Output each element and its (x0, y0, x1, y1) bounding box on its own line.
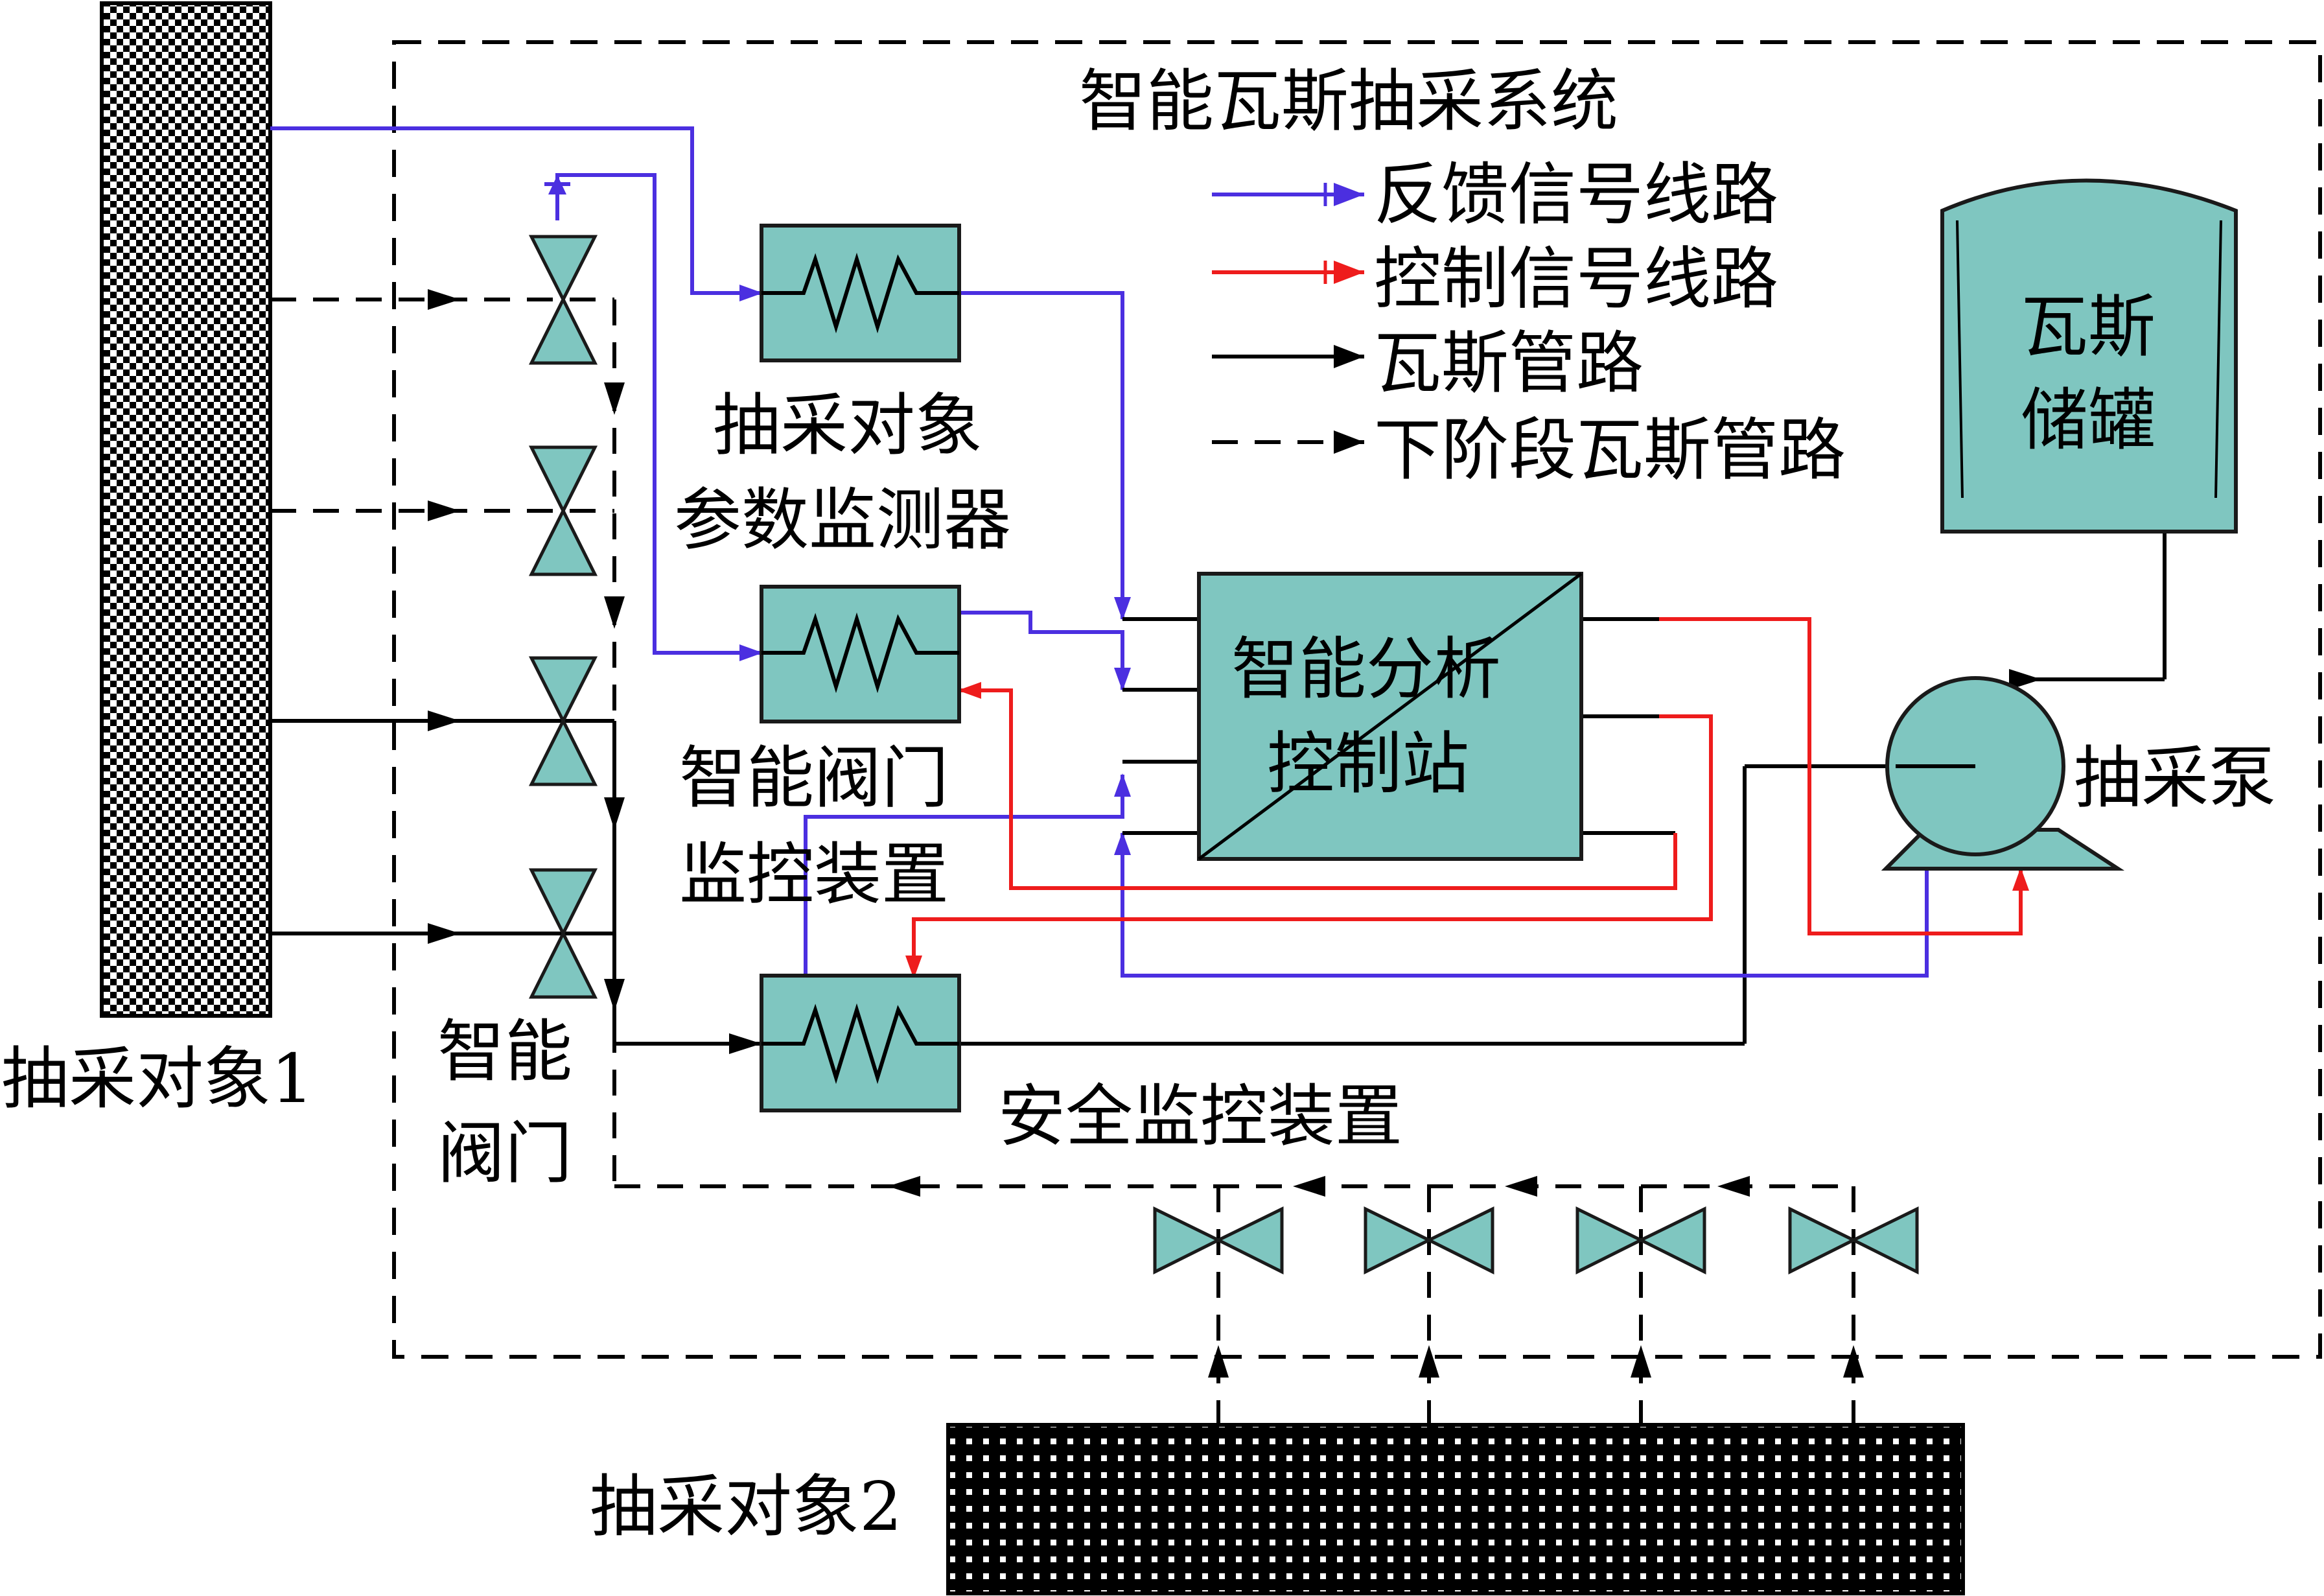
storage-tank-icon[interactable] (1940, 178, 2238, 534)
analysis-station-label-line2: 控制站 (1267, 724, 1469, 803)
station-diagonal (1198, 572, 1583, 861)
legend: 反馈信号线路 控制信号线路 瓦斯管路 下阶段瓦斯管路 (1212, 155, 1846, 489)
source2-label: 抽采对象2 (590, 1467, 902, 1546)
legend-control-label: 控制信号线路 (1374, 239, 1778, 318)
valve-monitor-label-line1: 智能阀门 (679, 738, 949, 817)
valve-icon[interactable] (1575, 1206, 1706, 1275)
param-monitor[interactable] (760, 224, 961, 362)
control-signal-lines (905, 617, 2029, 979)
station-input-stubs (1122, 617, 1675, 835)
resistor-sensor-icon (761, 1003, 959, 1085)
safety-monitor[interactable] (760, 974, 961, 1112)
resistor-sensor-icon (761, 612, 959, 694)
smart-valve-column (528, 235, 598, 999)
valve-icon[interactable] (1364, 1206, 1494, 1275)
valve-icon[interactable] (528, 656, 598, 786)
legend-next-stage-arrow (1334, 430, 1364, 454)
resistor-sensor-icon (761, 252, 959, 334)
smart-valve-label-line2: 阀门 (437, 1114, 572, 1193)
smart-valve-label-line1: 智能 (437, 1012, 572, 1091)
safety-monitor-label: 安全监控装置 (998, 1077, 1402, 1156)
param-monitor-label-line1: 抽采对象 (713, 386, 982, 465)
gas-flow-arrows (428, 289, 2041, 1378)
valve-icon[interactable] (528, 868, 598, 999)
centrifugal-pump-icon[interactable] (1881, 676, 2125, 871)
analysis-station-label-line1: 智能分析 (1231, 629, 1501, 709)
bottom-valve-row (1153, 1206, 1919, 1275)
feedback-signal-lines (270, 126, 1929, 978)
tank-label-line1: 瓦斯 (2021, 287, 2156, 366)
legend-gas-label: 瓦斯管路 (1374, 323, 1644, 403)
legend-feedback-arrow (1334, 183, 1364, 206)
source1-label: 抽采对象1 (1, 1039, 314, 1118)
valve-monitor[interactable] (760, 585, 961, 723)
valve-icon[interactable] (528, 235, 598, 365)
valve-icon[interactable] (1788, 1206, 1919, 1275)
legend-gas-arrow (1334, 345, 1364, 368)
legend-next-stage-label: 下阶段瓦斯管路 (1374, 410, 1846, 489)
system-boundary (392, 40, 2322, 1359)
valve-icon[interactable] (1153, 1206, 1284, 1275)
legend-feedback-label: 反馈信号线路 (1374, 155, 1778, 234)
pump-label: 抽采泵 (2074, 738, 2276, 817)
analysis-station[interactable] (1197, 572, 1583, 861)
param-monitor-label-line2: 参数监测器 (674, 480, 1011, 559)
diagram-title: 智能瓦斯抽采系统 (1079, 62, 1618, 141)
legend-control-arrow (1334, 261, 1364, 284)
source1-block (100, 1, 272, 1018)
source2-block (946, 1423, 1965, 1595)
valve-monitor-label-line2: 监控装置 (679, 835, 949, 914)
valve-icon[interactable] (528, 445, 598, 576)
tank-label-line2: 储罐 (2021, 381, 2156, 460)
